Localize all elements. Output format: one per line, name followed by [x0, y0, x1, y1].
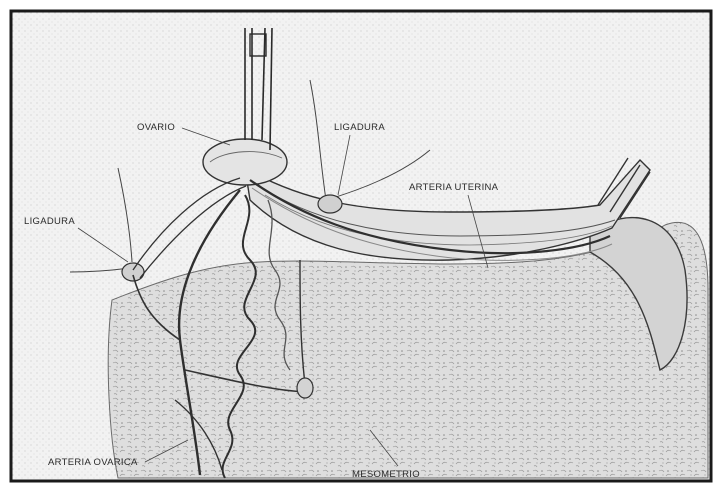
ligature-knot-top — [318, 195, 342, 213]
ligature-knot-left — [122, 263, 144, 281]
label-ovario: OVARIO — [137, 123, 175, 133]
ligature-knot-center — [297, 378, 313, 398]
ovary — [203, 139, 287, 185]
label-ligadura-top: LIGADURA — [334, 123, 385, 133]
label-ligadura-left: LIGADURA — [24, 217, 75, 227]
label-mesometrio: MESOMETRIO — [352, 470, 420, 480]
label-arteria-uterina: ARTERIA UTERINA — [409, 183, 498, 193]
label-arteria-ovarica: ARTERIA OVARICA — [48, 458, 138, 468]
